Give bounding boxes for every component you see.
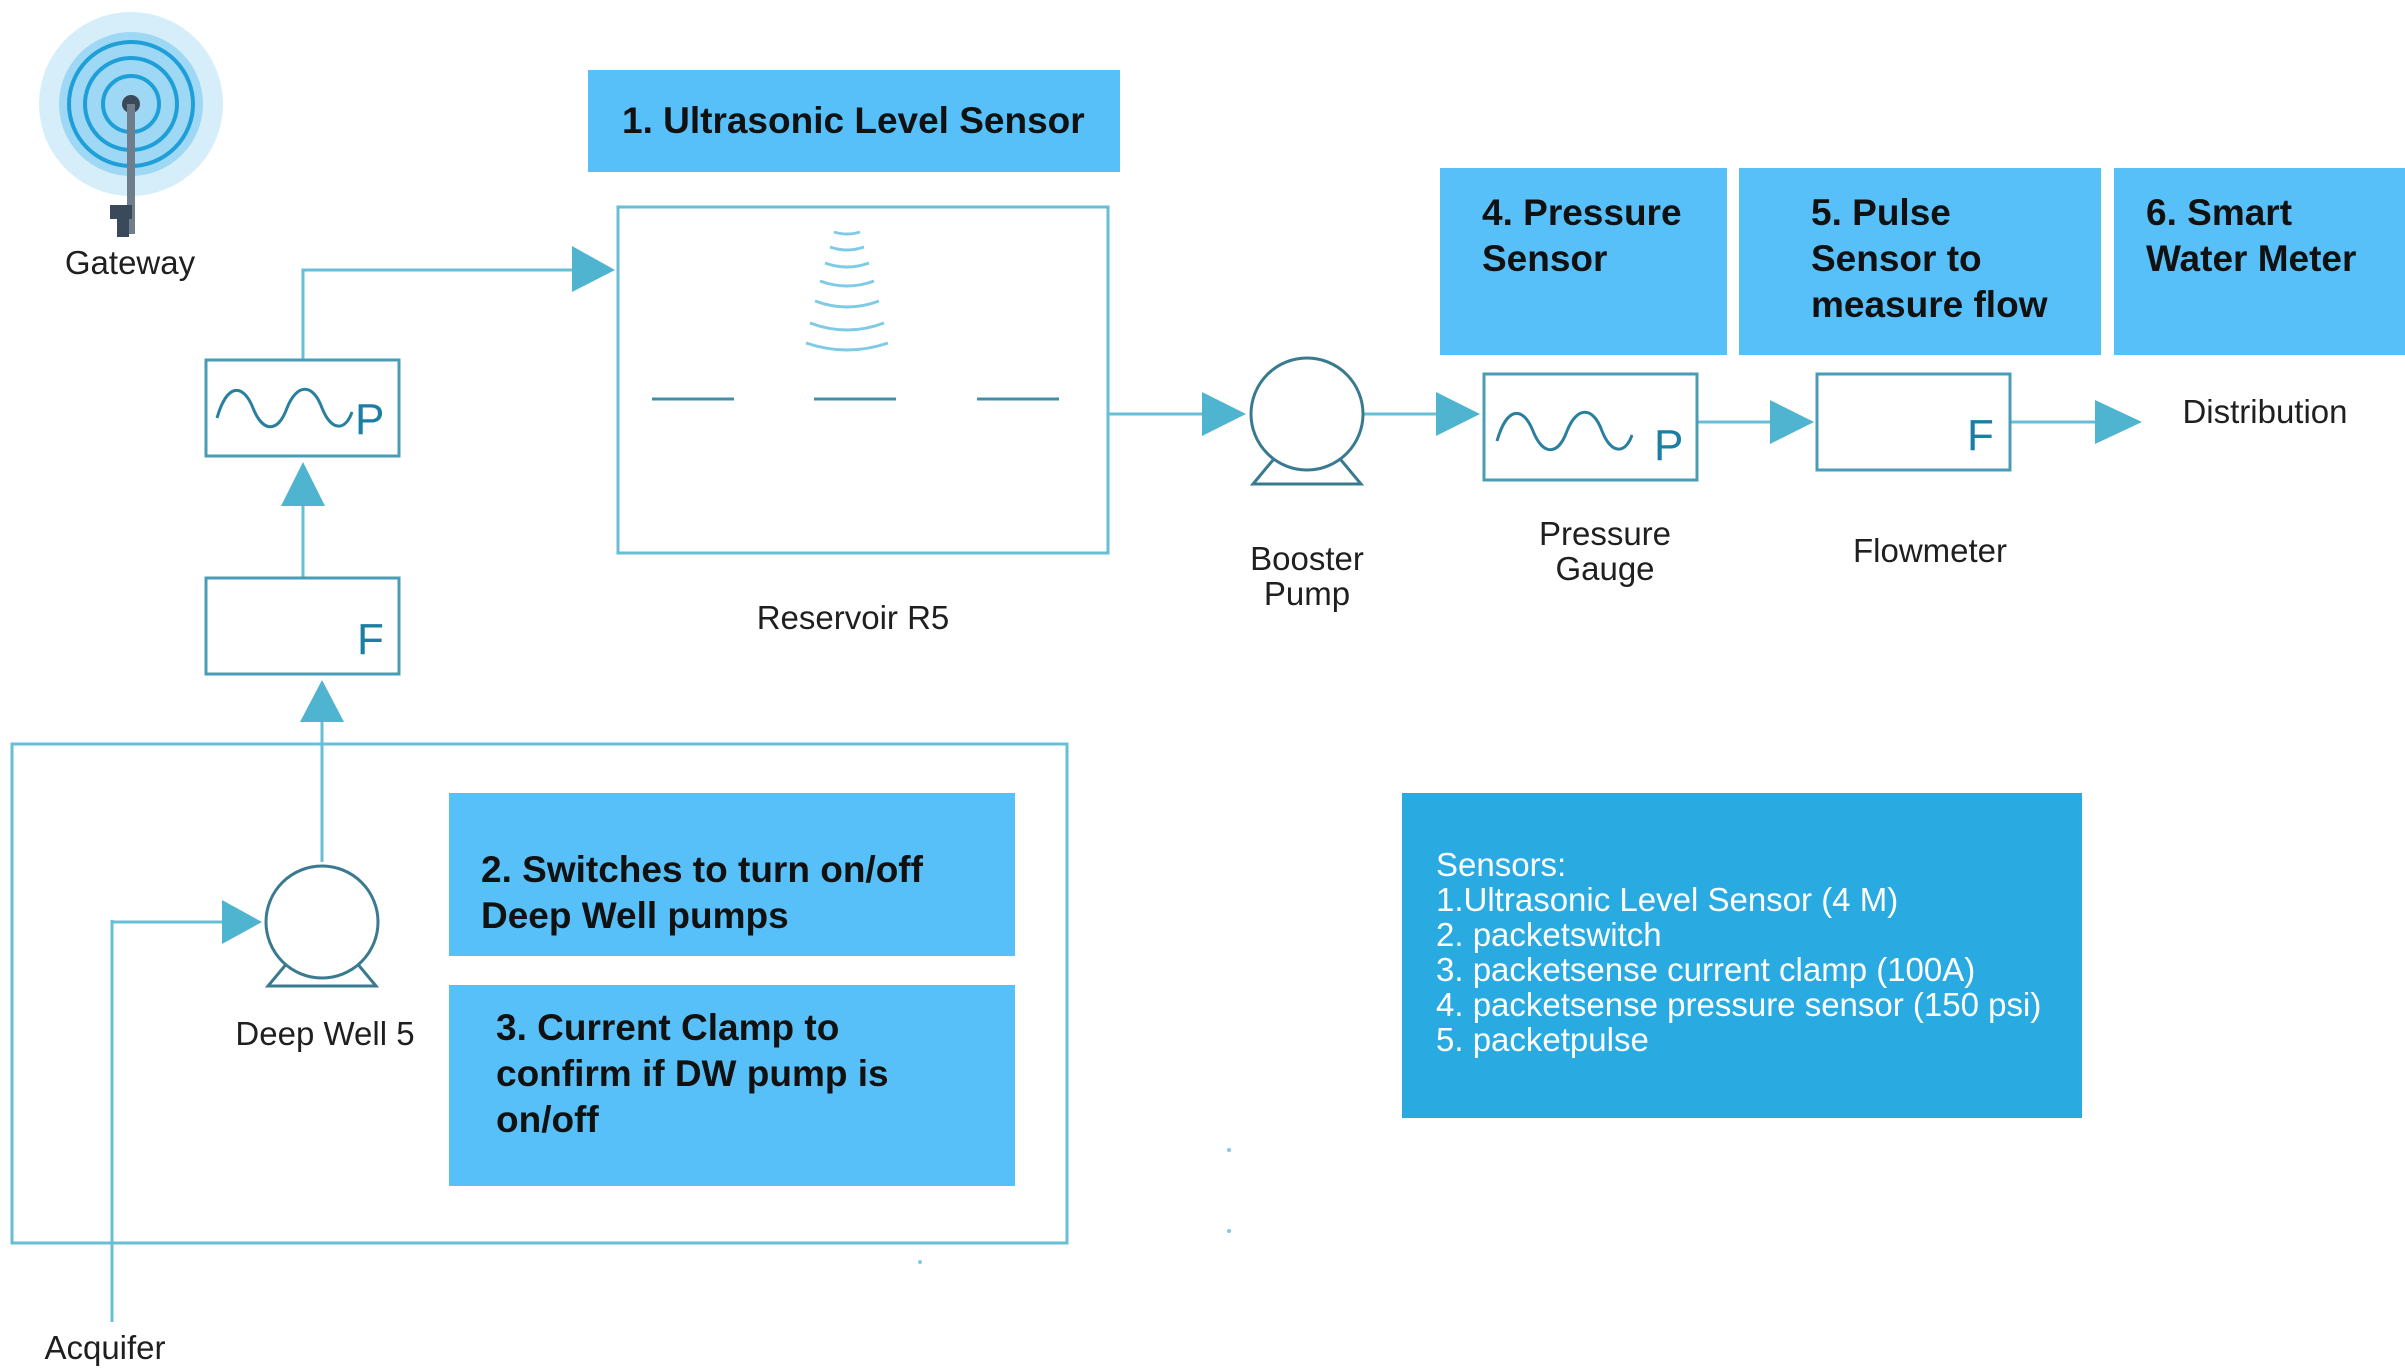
arrow-up-to-pressure-gauge <box>281 462 325 506</box>
callout-deep-well-switches: 2. Switches to turn on/off Deep Well pum… <box>449 793 1015 956</box>
deep-well-pump-icon <box>264 864 380 988</box>
callout-current-clamp: 3. Current Clamp to confirm if DW pump i… <box>449 985 1015 1186</box>
arrow-into-booster-pump <box>1202 392 1246 436</box>
sensors-legend: Sensors: 1.Ultrasonic Level Sensor (4 M)… <box>1402 793 2082 1118</box>
distribution-label: Distribution <box>2182 393 2348 430</box>
legend-item: 5. packetpulse <box>1436 1021 1649 1058</box>
arrow-to-distribution <box>2095 400 2142 444</box>
well-pressure-gauge-box <box>204 358 401 458</box>
flowmeter-box <box>1815 372 2012 472</box>
reservoir-label: Reservoir R5 <box>756 599 950 636</box>
legend-item: 2. packetswitch <box>1436 916 1662 953</box>
arrow-into-flowmeter <box>1770 400 1814 444</box>
deep-well-label: Deep Well 5 <box>235 1015 415 1052</box>
pipe-network <box>110 268 2095 1322</box>
decorative-dots <box>918 1148 1231 1264</box>
well-flow-meter-box <box>204 576 401 676</box>
pressure-gauge-box <box>1482 372 1699 482</box>
callout-ultrasonic-level-sensor: 1. Ultrasonic Level Sensor <box>588 70 1120 172</box>
pressure-symbol: P <box>1654 421 1684 470</box>
arrow-into-reservoir <box>572 246 615 292</box>
gateway-label: Gateway <box>64 244 196 281</box>
reservoir-tank <box>616 205 1110 555</box>
flow-symbol: F <box>357 615 384 664</box>
callout-pressure-sensor: 4. Pressure Sensor <box>1440 168 1727 355</box>
legend-item: 1.Ultrasonic Level Sensor (4 M) <box>1436 881 1899 918</box>
callout-smart-water-meter: 6. Smart Water Meter <box>2114 168 2405 355</box>
arrow-into-pressure-gauge <box>1436 392 1480 436</box>
flow-symbol: F <box>1967 411 1994 460</box>
sound-wave-icon <box>805 230 889 352</box>
legend-title: Sensors: <box>1436 846 1567 883</box>
flowmeter-label: Flowmeter <box>1852 532 2008 569</box>
legend-item: 4. packetsense pressure sensor (150 psi) <box>1436 986 2042 1023</box>
pressure-symbol: P <box>355 395 385 444</box>
booster-pump-icon <box>1249 356 1365 486</box>
callout-pulse-sensor: 5. Pulse Sensor to measure flow <box>1739 168 2101 355</box>
gateway-antenna-icon <box>39 12 223 237</box>
sine-wave-icon <box>215 387 1634 452</box>
deep-well-enclosure <box>10 742 1069 1245</box>
legend-item: 3. packetsense current clamp (100A) <box>1436 951 1976 988</box>
pressure-gauge-label: Pressure Gauge <box>1538 515 1672 587</box>
booster-pump-label: Booster Pump <box>1250 540 1364 612</box>
instrument-boxes <box>204 358 2012 676</box>
aquifer-label: Acquifer <box>44 1329 166 1366</box>
arrow-up-to-flow-meter <box>300 680 344 722</box>
flow-arrows <box>222 246 2142 944</box>
arrow-into-deep-well <box>222 900 262 944</box>
